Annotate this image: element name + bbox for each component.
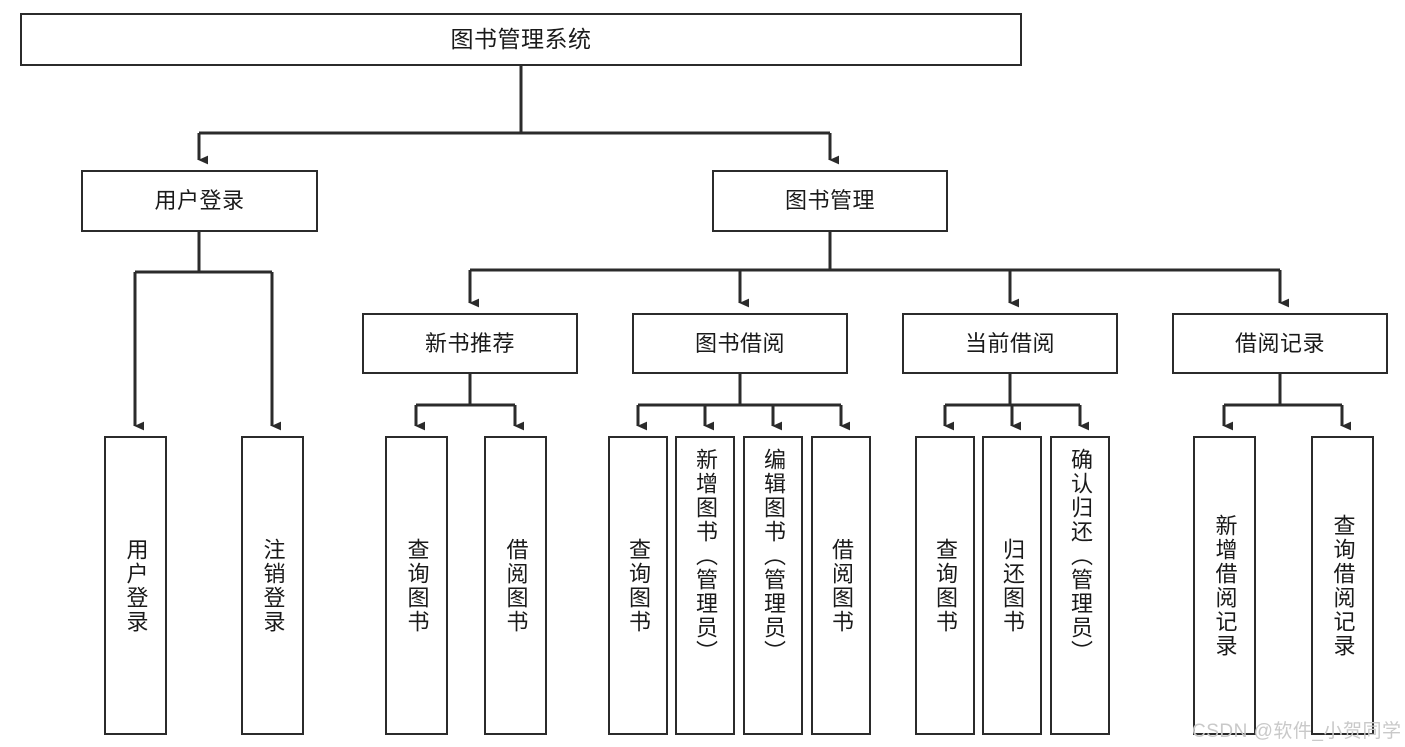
node-label: 查询借阅记录 [1330,513,1356,658]
csdn-watermark: CSDN @软件_小贺同学 [1192,721,1402,742]
node-label: 查询图书 [404,537,430,634]
node-label: 用户登录 [154,188,245,214]
node-label: 图书借阅 [694,330,785,356]
node-leaf-query-book-1[interactable]: 查询图书 [385,436,448,735]
node-label: 查询图书 [933,537,958,634]
node-book-borrow[interactable]: 图书借阅 [632,313,848,374]
node-leaf-confirm-return-admin[interactable]: 确认归还（管理员） [1050,436,1110,735]
node-leaf-edit-book-admin[interactable]: 编辑图书（管理员） [743,436,803,735]
node-label: 查询图书 [626,537,651,634]
node-label: 新书推荐 [424,330,515,356]
node-leaf-logout-login[interactable]: 注销登录 [241,436,304,735]
node-leaf-borrow-book-2[interactable]: 借阅图书 [811,436,871,735]
node-book-management[interactable]: 图书管理 [712,170,948,232]
node-leaf-query-book-3[interactable]: 查询图书 [915,436,975,735]
node-label: 借阅记录 [1234,330,1325,356]
node-label: 归还图书 [1000,537,1025,634]
node-current-borrow[interactable]: 当前借阅 [902,313,1118,374]
node-label: 新增借阅记录 [1212,513,1238,658]
node-leaf-return-book[interactable]: 归还图书 [982,436,1042,735]
node-borrow-record[interactable]: 借阅记录 [1172,313,1388,374]
node-label: 图书管理系统 [450,25,592,52]
node-new-book-recommend[interactable]: 新书推荐 [362,313,578,374]
node-label: 借阅图书 [829,537,854,634]
node-label: 注销登录 [260,537,286,634]
node-root-system[interactable]: 图书管理系统 [20,13,1022,66]
node-leaf-query-borrow-record[interactable]: 查询借阅记录 [1311,436,1374,735]
node-leaf-borrow-book-1[interactable]: 借阅图书 [484,436,547,735]
node-label: 编辑图书（管理员） [761,448,786,664]
node-leaf-add-borrow-record[interactable]: 新增借阅记录 [1193,436,1256,735]
node-user-login[interactable]: 用户登录 [81,170,318,232]
node-label: 当前借阅 [964,330,1055,356]
node-leaf-query-book-2[interactable]: 查询图书 [608,436,668,735]
node-label: 确认归还（管理员） [1068,448,1093,664]
node-label: 借阅图书 [503,537,529,634]
node-leaf-user-login[interactable]: 用户登录 [104,436,167,735]
node-label: 新增图书（管理员） [693,448,718,664]
node-label: 图书管理 [784,188,875,214]
node-leaf-add-book-admin[interactable]: 新增图书（管理员） [675,436,735,735]
node-label: 用户登录 [123,537,149,634]
